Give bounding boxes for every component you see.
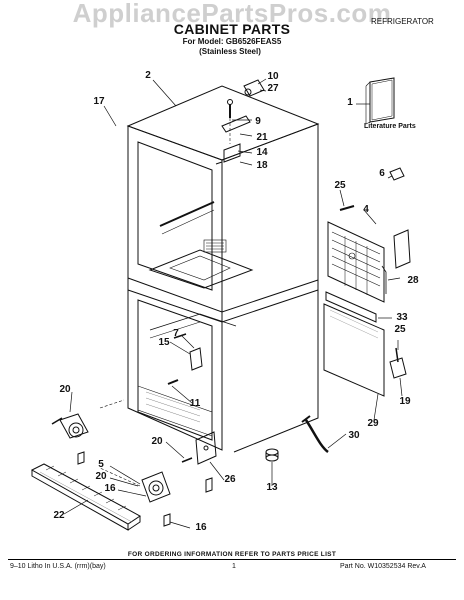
callout-18: 18	[256, 160, 268, 171]
leader-lines	[63, 78, 403, 529]
base-grille	[30, 463, 141, 531]
drain-tube	[301, 415, 329, 453]
callout-16-lower: 16	[195, 522, 207, 533]
callout-1: 1	[347, 97, 353, 108]
callout-21: 21	[256, 132, 268, 143]
callout-26: 26	[224, 474, 236, 485]
literature-book	[365, 77, 395, 125]
model-line: For Model: GB6526FEAS5	[182, 37, 282, 46]
ordering-note: FOR ORDERING INFORMATION REFER TO PARTS …	[127, 551, 337, 558]
callout-25-upper: 25	[334, 180, 346, 191]
callout-20-lower: 20	[95, 471, 107, 482]
footer-rule	[8, 559, 456, 560]
callout-9: 9	[255, 116, 261, 127]
cabinet-body	[126, 85, 320, 453]
diagram-title: CABINET PARTS	[173, 21, 291, 37]
finish-line: (Stainless Steel)	[199, 47, 261, 56]
callout-6: 6	[379, 168, 385, 179]
callout-7: 7	[173, 328, 179, 339]
callout-29: 29	[367, 418, 379, 429]
callout-14: 14	[256, 147, 268, 158]
rear-panel-assembly	[327, 167, 411, 303]
callout-4: 4	[363, 204, 369, 215]
callout-20-center: 20	[151, 436, 163, 447]
callout-11: 11	[189, 398, 201, 409]
callout-27: 27	[267, 83, 279, 94]
footer-page-number: 1	[232, 563, 236, 570]
callout-33: 33	[396, 312, 408, 323]
callout-28: 28	[407, 275, 419, 286]
callout-17: 17	[93, 96, 105, 107]
callout-25-lower: 25	[394, 324, 406, 335]
left-roller-assembly	[51, 399, 125, 465]
footer-part-number: Part No. W10352534 Rev.A	[340, 563, 426, 570]
leveling-foot	[265, 448, 279, 462]
callout-30: 30	[348, 430, 360, 441]
literature-parts-label: Literature Parts	[364, 123, 416, 130]
category-label: REFRIGERATOR	[371, 17, 434, 26]
callout-22: 22	[53, 510, 65, 521]
callout-2: 2	[145, 70, 151, 81]
footer-litho: 9–10 Litho In U.S.A. (rrm)(bay)	[10, 563, 106, 570]
watermark: AppliancePartsPros.com	[72, 0, 392, 28]
callout-13: 13	[266, 482, 278, 493]
callout-10: 10	[267, 71, 279, 82]
callout-16-upper: 16	[104, 483, 116, 494]
callout-19: 19	[399, 396, 411, 407]
interior-small-parts	[167, 333, 203, 385]
front-roller-assembly	[99, 431, 217, 527]
lower-panels	[323, 291, 385, 397]
callout-20-left: 20	[59, 384, 71, 395]
callout-15: 15	[158, 337, 170, 348]
callout-5: 5	[98, 459, 104, 470]
side-bracket-parts	[389, 347, 407, 379]
top-hinge-assembly	[215, 79, 265, 165]
